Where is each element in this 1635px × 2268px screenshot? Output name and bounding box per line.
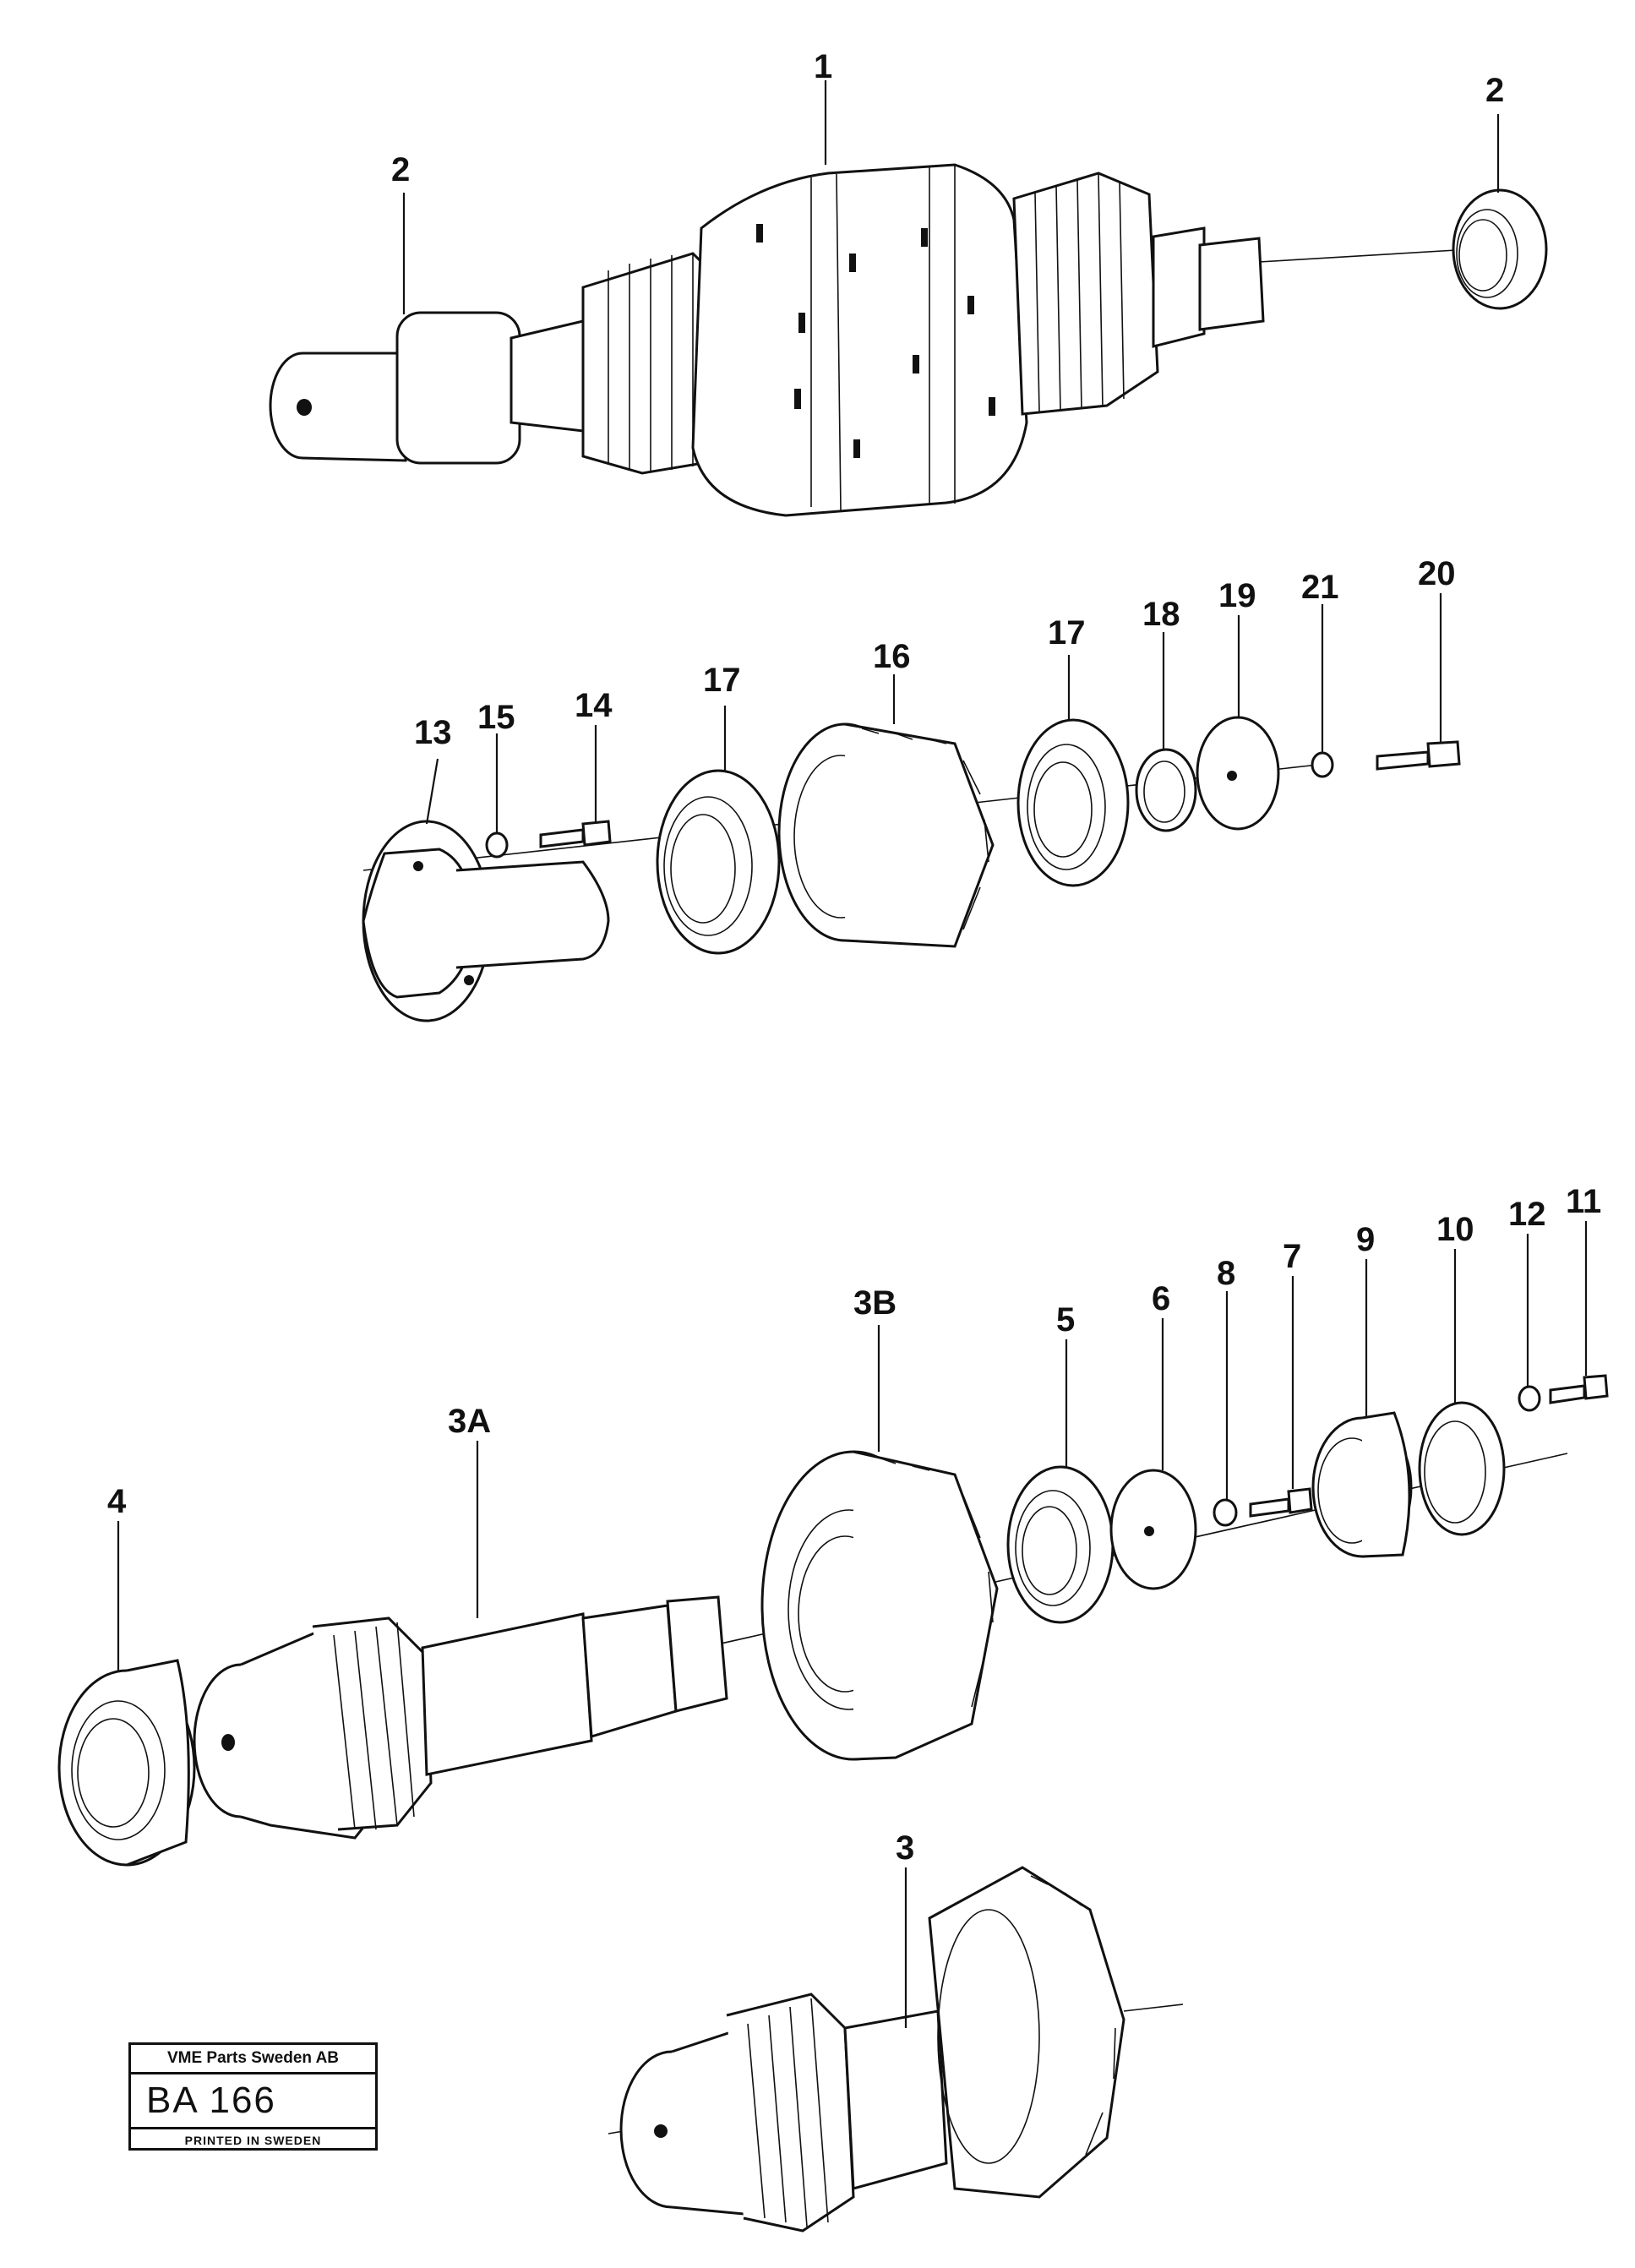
- callout-2-right: 2: [1485, 72, 1504, 109]
- callout-9: 9: [1356, 1221, 1375, 1258]
- callout-3: 3: [896, 1829, 914, 1867]
- title-block-printed: PRINTED IN SWEDEN: [184, 2134, 322, 2147]
- title-block: VME Parts Sweden AB BA 166 PRINTED IN SW…: [128, 2042, 378, 2151]
- callout-14: 14: [575, 687, 613, 724]
- callout-3B: 3B: [853, 1284, 897, 1322]
- callout-17-right: 17: [1048, 614, 1086, 652]
- callout-8: 8: [1217, 1255, 1235, 1292]
- callout-7: 7: [1283, 1238, 1301, 1275]
- gear-16-assembly: [362, 716, 1461, 1022]
- callout-19: 19: [1218, 577, 1256, 614]
- callout-10: 10: [1436, 1211, 1474, 1248]
- callout-15: 15: [477, 699, 515, 736]
- callouts: 1 2 2 13 15 14 17 16 17 18 19 21 20 3B 5…: [107, 48, 1601, 1867]
- leader-lines: [117, 80, 1588, 2028]
- callout-16: 16: [873, 638, 911, 675]
- callout-2-left: 2: [391, 151, 410, 188]
- callout-4: 4: [107, 1483, 127, 1520]
- callout-21: 21: [1301, 569, 1339, 606]
- callout-17-left: 17: [703, 662, 741, 699]
- callout-20: 20: [1418, 555, 1456, 592]
- callout-13: 13: [414, 714, 452, 751]
- main-shaft-assembly: [269, 163, 1548, 517]
- countershaft-assembled: [608, 1866, 1184, 2233]
- callout-11: 11: [1566, 1183, 1601, 1220]
- callout-12: 12: [1508, 1196, 1546, 1233]
- countershaft-assembly: [57, 1374, 1609, 1867]
- callout-1: 1: [814, 48, 832, 85]
- title-block-code: BA 166: [131, 2074, 375, 2129]
- callout-18: 18: [1142, 596, 1180, 633]
- callout-3A: 3A: [448, 1403, 491, 1440]
- callout-5: 5: [1056, 1301, 1075, 1338]
- title-block-company: VME Parts Sweden AB: [131, 2045, 375, 2074]
- callout-6: 6: [1152, 1280, 1170, 1317]
